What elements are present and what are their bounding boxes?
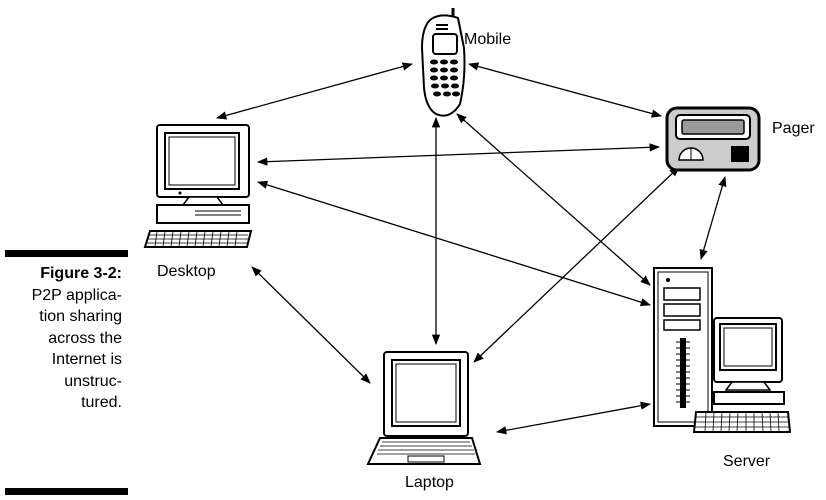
caption-line: Internet is [51,351,122,368]
caption-line: P2P applica- [31,286,122,304]
desktop-label: Desktop [157,263,216,280]
connection-laptop-server [495,401,652,435]
desktop-computer-icon [143,124,253,248]
server-tower-icon [653,267,792,433]
connection-mobile-desktop [215,62,414,120]
connection-desktop-server [257,180,651,307]
figure-caption: Figure 3-2: P2P applica- tion sharing ac… [0,263,122,414]
mobile-phone-icon [420,8,466,117]
connection-desktop-laptop [251,266,371,384]
pager-label: Pager [772,120,815,137]
caption-line: across the [48,329,122,347]
laptop-label: Laptop [405,474,454,491]
connection-mobile-server [456,113,651,286]
laptop-icon [366,351,482,465]
pager-icon [665,106,761,172]
server-label: Server [723,453,771,470]
connection-pager-server [699,176,727,260]
caption-line: tion sharing [39,308,122,325]
caption-line: unstruc- [64,372,122,390]
connection-pager-laptop [473,166,680,363]
figure-label: Figure 3-2: [40,265,122,282]
caption-top-rule [5,250,128,257]
caption-bottom-rule [5,488,128,495]
connection-lines [215,62,727,435]
connection-desktop-pager [256,143,661,166]
connection-mobile-pager [467,62,663,118]
mobile-label: Mobile [464,31,511,48]
caption-line: tured. [81,394,122,411]
